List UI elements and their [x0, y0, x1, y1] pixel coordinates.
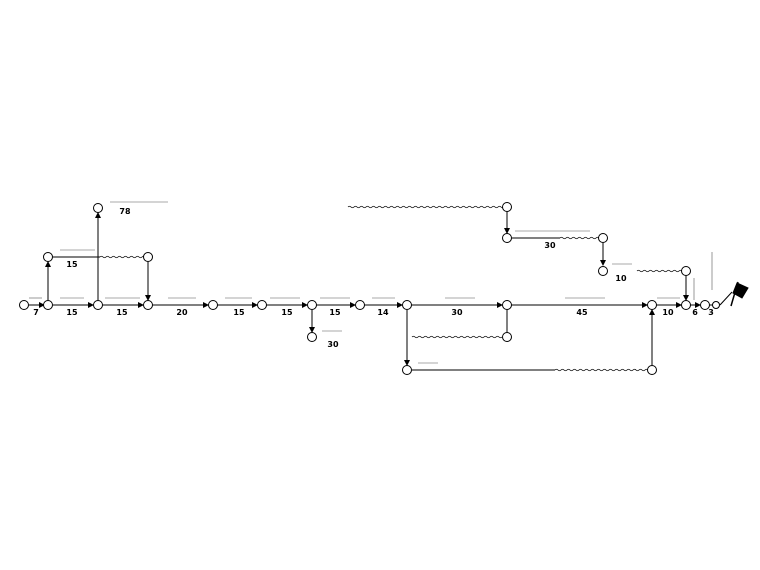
wavy-top-long: [347, 205, 505, 209]
duration-label: 10: [662, 308, 674, 317]
duration-label: 15: [281, 308, 293, 317]
node-lower-mid[interactable]: [502, 332, 512, 342]
node-top-78[interactable]: [93, 203, 103, 213]
node-1[interactable]: [19, 300, 29, 310]
node-14[interactable]: [712, 301, 720, 309]
node-8[interactable]: [355, 300, 365, 310]
node-right-small[interactable]: [681, 266, 691, 276]
edge-to-flag: [719, 291, 733, 306]
duration-label: 15: [233, 308, 245, 317]
node-11[interactable]: [647, 300, 657, 310]
node-top-mid[interactable]: [502, 233, 512, 243]
duration-label: 14: [377, 308, 389, 317]
duration-label: 6: [692, 308, 698, 317]
node-bottom-left[interactable]: [402, 365, 412, 375]
wavy-lower-parallel: [411, 335, 503, 339]
node-7[interactable]: [307, 300, 317, 310]
node-9[interactable]: [402, 300, 412, 310]
node-12[interactable]: [681, 300, 691, 310]
activity-name-marks: [29, 201, 680, 364]
wavy-bottom: [554, 368, 649, 372]
duration-label: 30: [327, 340, 339, 349]
node-10[interactable]: [502, 300, 512, 310]
duration-label: 30: [451, 308, 463, 317]
node-5[interactable]: [208, 300, 218, 310]
node-3[interactable]: [93, 300, 103, 310]
duration-label: 7: [33, 308, 39, 317]
wavy-top-right: [559, 236, 600, 240]
node-bottom-right[interactable]: [647, 365, 657, 375]
duration-label: 3: [708, 308, 714, 317]
node-upper-left[interactable]: [43, 252, 53, 262]
duration-label: 15: [66, 308, 78, 317]
wavy-right-small: [636, 269, 683, 273]
node-right-10[interactable]: [598, 266, 608, 276]
duration-label: 15: [329, 308, 341, 317]
node-6[interactable]: [257, 300, 267, 310]
node-top-long[interactable]: [502, 202, 512, 212]
duration-label: 20: [176, 308, 188, 317]
duration-label: 78: [119, 207, 131, 216]
duration-label: 45: [576, 308, 588, 317]
duration-label: 15: [66, 260, 78, 269]
node-upper-right[interactable]: [143, 252, 153, 262]
node-13[interactable]: [700, 300, 710, 310]
flag-icon: [730, 281, 749, 307]
node-4[interactable]: [143, 300, 153, 310]
node-down-30[interactable]: [307, 332, 317, 342]
node-top-right[interactable]: [598, 233, 608, 243]
duration-label: 30: [544, 241, 556, 250]
wavy-upper-parallel: [99, 255, 146, 259]
node-2[interactable]: [43, 300, 53, 310]
duration-label: 10: [615, 274, 627, 283]
vertical-note-marks: [693, 252, 713, 300]
duration-label: 15: [116, 308, 128, 317]
